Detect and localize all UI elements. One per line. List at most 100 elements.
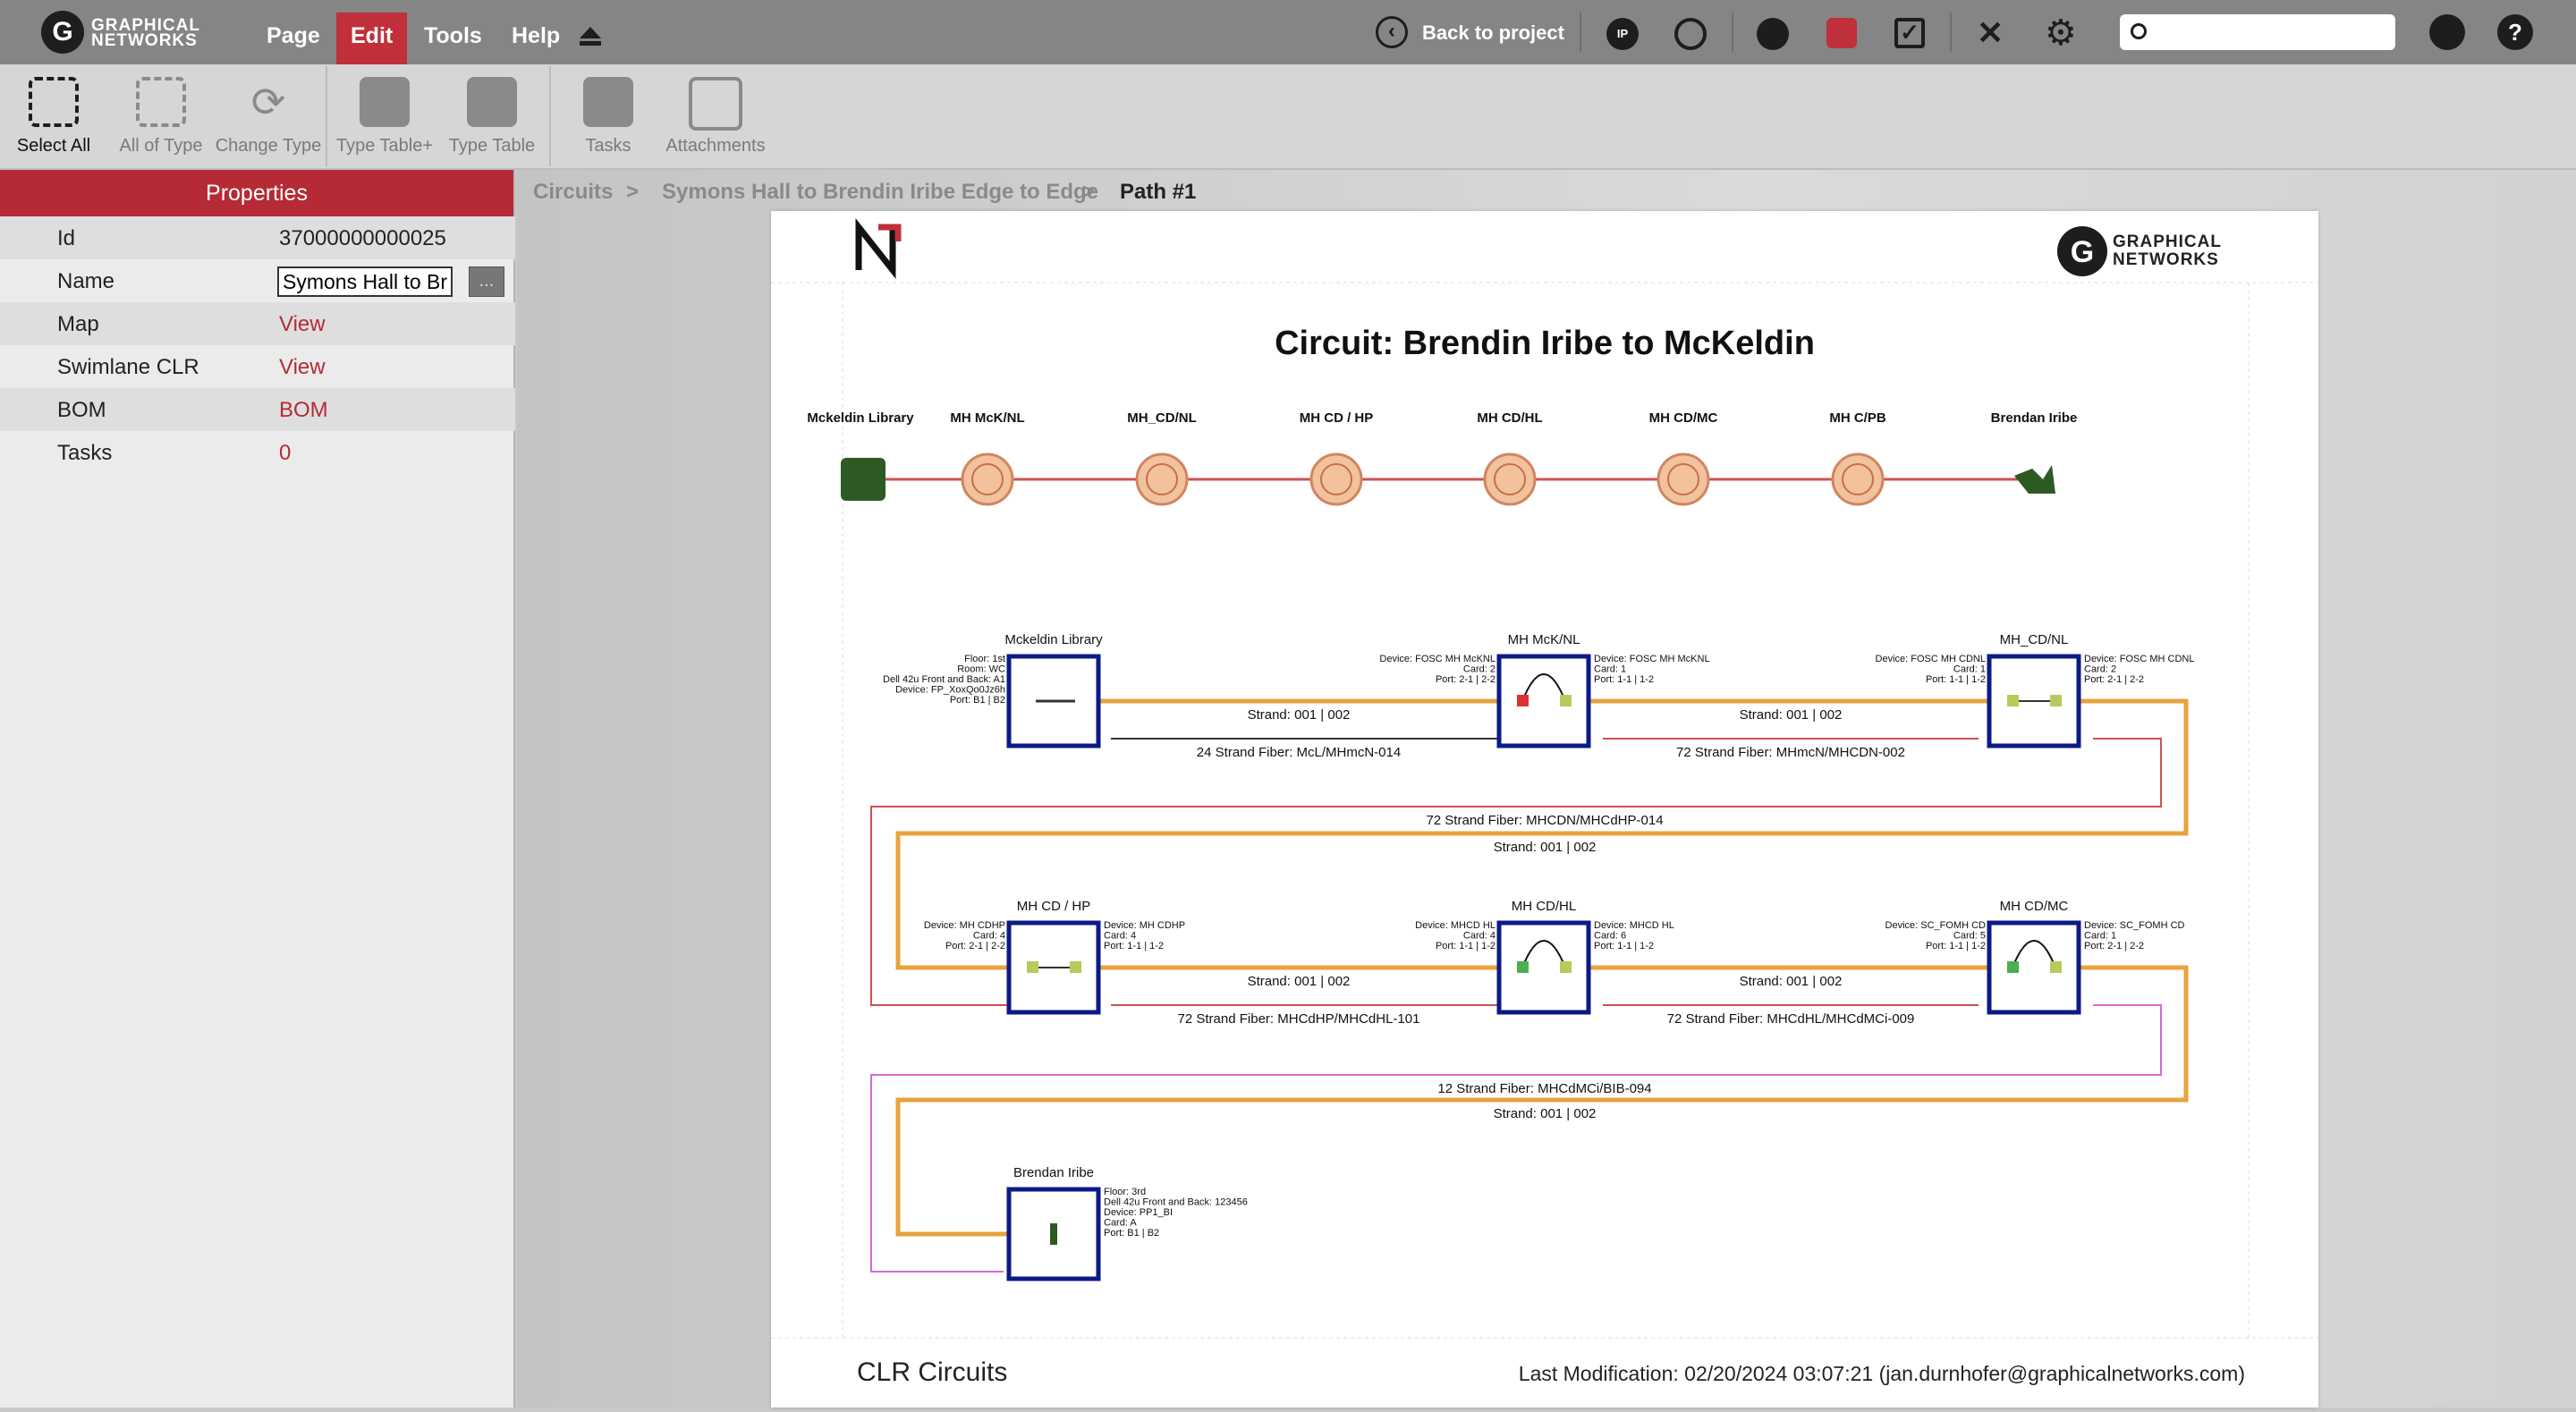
back-arrow-icon: ‹ (1376, 16, 1408, 48)
port-marker (2007, 961, 2019, 973)
node-detail-left: Port: 2-1 | 2-2 (945, 941, 1005, 951)
breadcrumb-sep: > (1082, 180, 1096, 204)
table-plus-icon (360, 77, 410, 127)
node-detail-right: Card: 6 (1594, 931, 1626, 942)
fiber-label: 72 Strand Fiber: MHCDN/MHCdHP-014 (1426, 813, 1663, 828)
port-marker (2050, 695, 2062, 706)
node-title: MH CD / HP (1017, 899, 1091, 914)
port-marker (2050, 961, 2062, 973)
tasks-count-link[interactable]: 0 (279, 441, 292, 465)
type-table-plus-button[interactable]: Type Table+ (331, 72, 438, 156)
search-box[interactable] (2120, 14, 2395, 50)
tasks-button[interactable]: Tasks (555, 72, 662, 156)
search-input[interactable] (2156, 20, 2386, 45)
route-stop-label: MH CD/HL (1477, 410, 1542, 426)
node-detail-left: Device: SC_FOMH CD (1885, 920, 1987, 931)
manhole-icon (1135, 452, 1189, 506)
port-marker (1517, 695, 1529, 706)
node-detail-right: Card: 2 (2084, 664, 2116, 675)
manhole-ring (1320, 463, 1352, 495)
breadcrumb-circuits[interactable]: Circuits (533, 180, 614, 204)
back-to-project-button[interactable]: ‹ Back to project (1376, 14, 1564, 50)
bom-link[interactable]: BOM (279, 398, 328, 422)
node-detail-left: Device: MHCD HL (1415, 920, 1496, 931)
menu-page[interactable]: Page (267, 23, 320, 48)
svg-text:NETWORKS: NETWORKS (2113, 250, 2219, 269)
attachments-button[interactable]: Attachments (662, 72, 769, 156)
node-box (1987, 654, 2081, 748)
all-of-type-icon (136, 77, 186, 127)
fiber-label: 72 Strand Fiber: MHCdHL/MHCdMCi-009 (1667, 1011, 1915, 1027)
node-detail-right: Port: 2-1 | 2-2 (2084, 941, 2144, 951)
select-all-button[interactable]: Select All (0, 72, 107, 156)
manhole-icon (961, 452, 1014, 506)
node-detail-left: Port: 2-1 | 2-2 (1436, 674, 1496, 685)
menu-tools[interactable]: Tools (424, 23, 482, 48)
strand-label: Strand: 001 | 002 (1248, 974, 1351, 989)
help-icon[interactable]: ? (2497, 14, 2533, 50)
all-of-type-button[interactable]: All of Type (107, 72, 215, 156)
node-7 (1006, 1187, 1101, 1281)
name-ellipsis-button[interactable]: ... (469, 266, 504, 297)
strand-label: Strand: 001 | 002 (1740, 974, 1843, 989)
manhole-ring (1494, 463, 1526, 495)
node-detail-left: Port: 1-1 | 1-2 (1926, 941, 1986, 951)
route-stop-label: MH C/PB (1829, 410, 1886, 426)
footer-left: CLR Circuits (857, 1357, 1007, 1387)
manhole-icon (1309, 452, 1363, 506)
node-box (1496, 654, 1591, 748)
gear-icon[interactable]: ⚙ (2045, 13, 2077, 53)
node-detail-right: Device: MH CDHP (1104, 920, 1185, 931)
properties-header: Properties (0, 170, 513, 216)
node-detail-right: Port: 1-1 | 1-2 (1594, 674, 1654, 685)
manhole-icon (1483, 452, 1537, 506)
manhole-ring (971, 463, 1004, 495)
report-icon[interactable] (1826, 18, 1857, 48)
prop-row-tasks: Tasks 0 (57, 441, 292, 465)
globe-icon[interactable] (1674, 18, 1707, 50)
port-marker (1070, 961, 1081, 973)
app-logo[interactable]: G GRAPHICAL NETWORKS (41, 11, 265, 55)
node-title: MH CD/HL (1512, 899, 1577, 914)
node-detail-left: Port: B1 | B2 (950, 695, 1005, 706)
menu-help[interactable]: Help (512, 23, 561, 48)
name-input[interactable] (277, 266, 453, 297)
route-stop-label: Brendan Iribe (1991, 410, 2078, 426)
circuit-title: Circuit: Brendin Iribe to McKeldin (1275, 325, 1815, 362)
node-detail-right: Device: FOSC MH McKNL (1594, 654, 1710, 664)
node-detail-right: Port: 1-1 | 1-2 (1104, 941, 1164, 951)
breadcrumb-circuit-name[interactable]: Symons Hall to Brendin Iribe Edge to Edg… (662, 180, 1099, 204)
node-detail-right: Port: 2-1 | 2-2 (2084, 674, 2144, 685)
menu-edit[interactable]: Edit (336, 13, 408, 64)
tools-icon[interactable]: ✕ (1977, 14, 2004, 51)
user-icon[interactable] (2429, 14, 2465, 50)
splice-loop (1521, 673, 1566, 702)
fiber-label: 24 Strand Fiber: McL/MHmcN-014 (1197, 745, 1401, 760)
type-table-button[interactable]: Type Table (438, 72, 546, 156)
prop-row-map: Map View (0, 302, 515, 345)
node-detail-left: Card: 4 (1463, 931, 1496, 942)
swimlane-view-link[interactable]: View (279, 355, 326, 379)
eject-icon[interactable] (580, 27, 603, 47)
node-detail-left: Dell 42u Front and Back: A1 (883, 674, 1005, 685)
splice-loop (2012, 940, 2056, 968)
building-icon (2014, 465, 2055, 494)
node-layer (1006, 654, 2081, 1281)
ip-icon[interactable]: IP (1606, 18, 1639, 50)
node-6 (1987, 920, 2081, 1015)
checklist-icon[interactable]: ✓ (1894, 18, 1925, 48)
map-view-link[interactable]: View (279, 312, 326, 336)
logo-g-icon: G (41, 11, 84, 54)
port-marker (2007, 695, 2019, 706)
chart-icon[interactable] (1757, 18, 1789, 50)
manhole-ring (1667, 463, 1699, 495)
toolbar (0, 64, 2576, 170)
tasks-list-icon (583, 77, 633, 127)
prop-row-swimlane: Swimlane CLR View (57, 355, 326, 379)
change-type-button[interactable]: ⟳ Change Type (215, 79, 322, 156)
manhole-icon (1657, 452, 1710, 506)
route-stop-label: MH McK/NL (950, 410, 1024, 426)
splice-loop (1521, 940, 1566, 968)
